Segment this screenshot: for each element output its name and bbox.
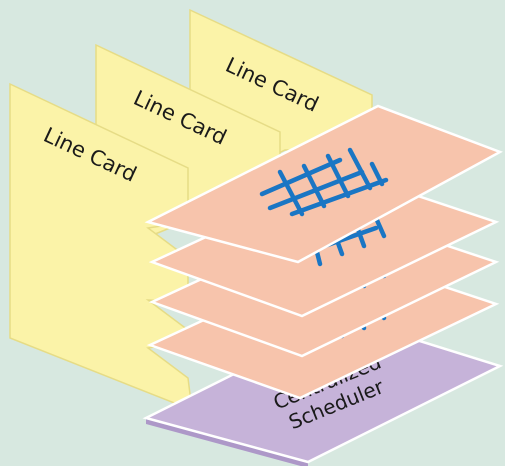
line-card-front: Line Card (9, 82, 193, 412)
switch-plane-1 (144, 104, 503, 264)
plane-1-crossbar (259, 147, 389, 217)
